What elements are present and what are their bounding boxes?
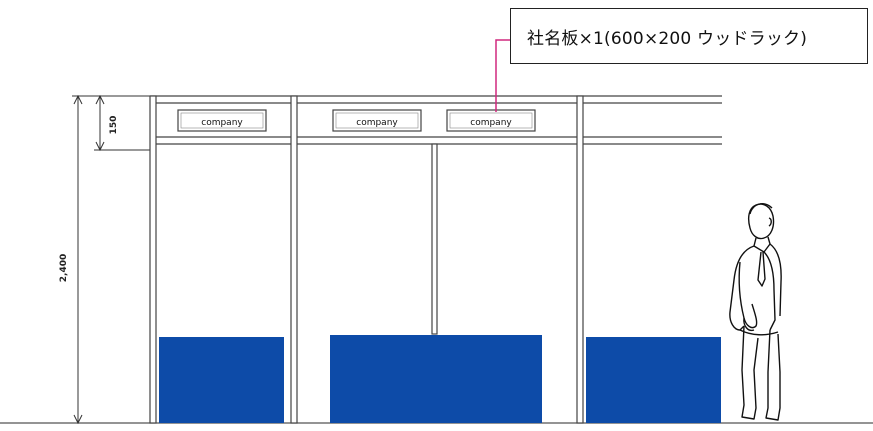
- company-sign-2-label: company: [356, 118, 398, 128]
- counter-left: [159, 337, 284, 423]
- counter-right: [586, 337, 721, 423]
- dimension-line: [72, 94, 150, 425]
- counters: [159, 335, 721, 423]
- company-sign-2: company: [332, 109, 422, 132]
- sign-callout-text: 社名板×1(600×200 ウッドラック): [527, 28, 808, 49]
- dimension-label-fascia: 150: [109, 116, 119, 135]
- callout-leader-line: [495, 39, 510, 112]
- company-sign-3-label: company: [470, 118, 512, 128]
- company-sign-3: company: [446, 109, 536, 132]
- sign-callout-box: 社名板×1(600×200 ウッドラック): [510, 8, 868, 64]
- person-figure: [729, 203, 782, 421]
- booth-posts: [149, 95, 584, 424]
- counter-center: [330, 335, 542, 423]
- company-sign-1-label: company: [201, 118, 243, 128]
- dimension-label-total: 2,400: [59, 254, 69, 282]
- company-sign-1: company: [177, 109, 267, 132]
